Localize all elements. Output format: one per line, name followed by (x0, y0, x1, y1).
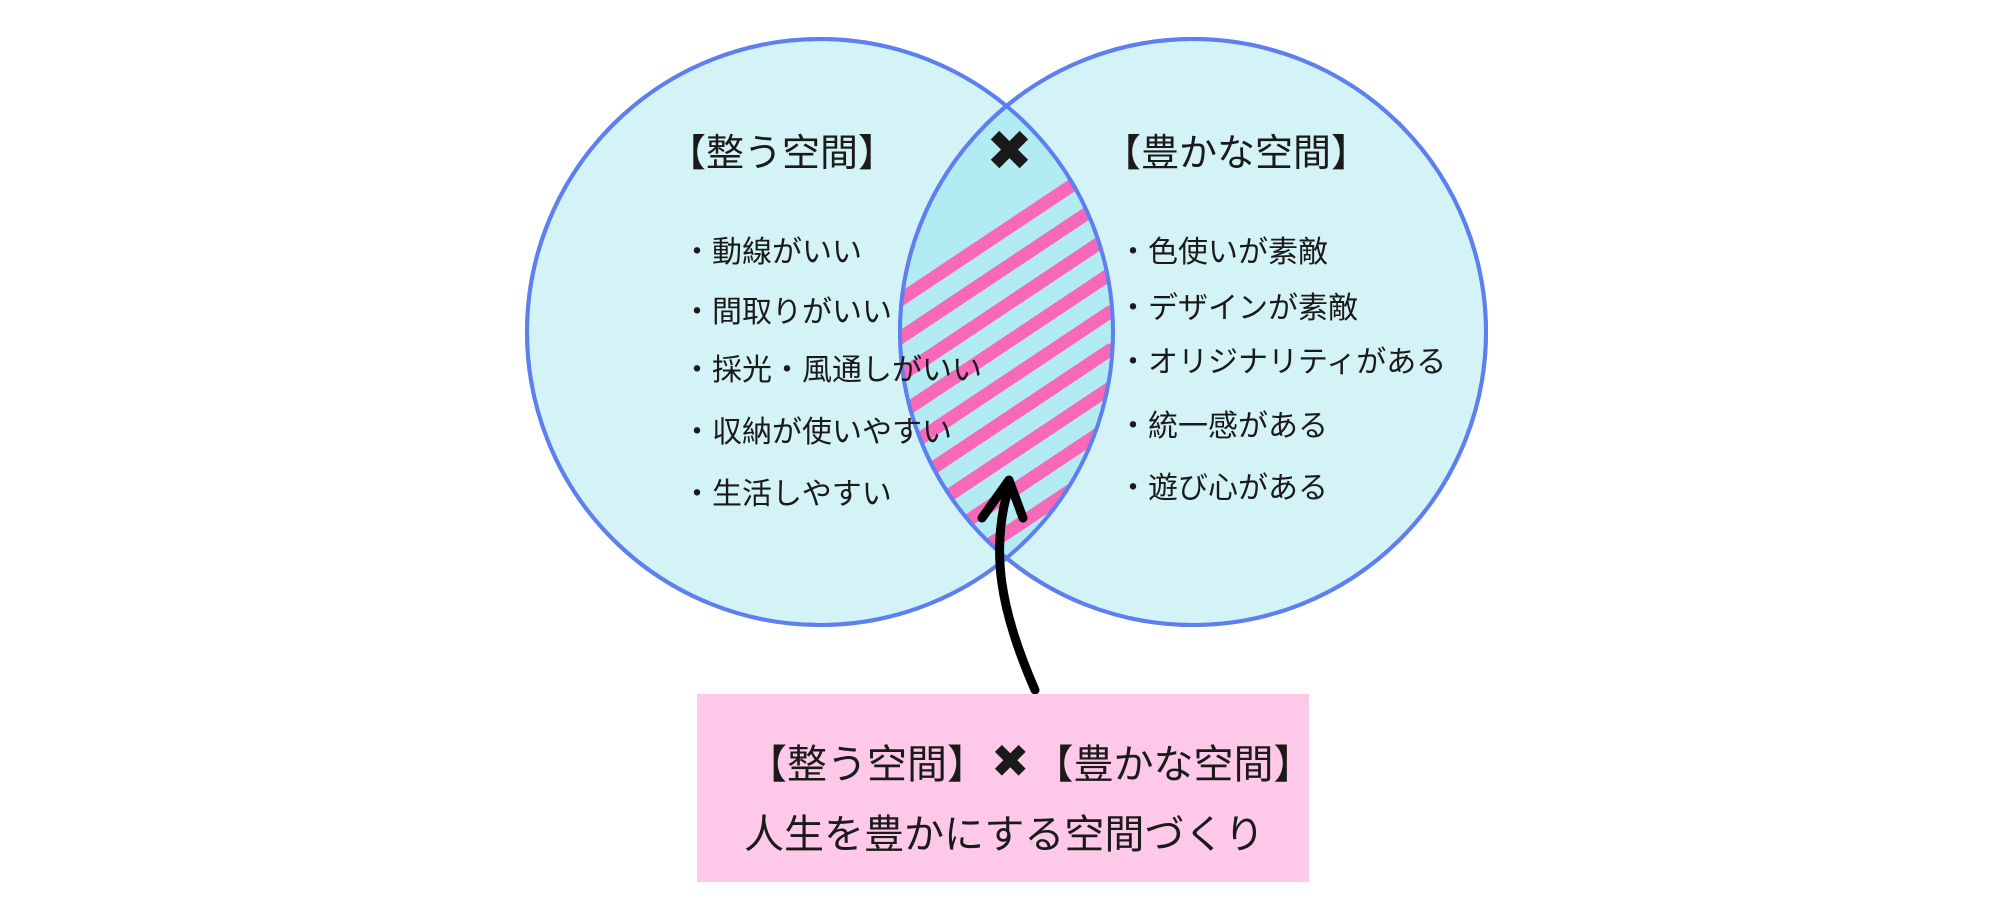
right-item: ・遊び心がある (1118, 471, 1328, 506)
left-item: ・間取りがいい (682, 295, 892, 330)
right-circle-outline (898, 37, 1488, 627)
left-item: ・生活しやすい (682, 477, 892, 512)
hatch-line (900, 267, 1113, 421)
hatch-line (900, 343, 1113, 497)
hatch-line (900, 305, 1113, 459)
summary-left-term: 【整う空間】 (747, 742, 987, 788)
hatch-line (900, 191, 1113, 345)
summary-right-term: 【豊かな空間】 (1033, 742, 1314, 788)
intersection-area (900, 39, 1113, 625)
arrow-head (977, 475, 1028, 523)
right-item: ・統一感がある (1118, 409, 1328, 444)
left-item: ・動線がいい (682, 235, 862, 270)
intersection-cross-icon: ✖ (986, 119, 1033, 184)
summary-equation: 【整う空間】 ✖ 【豊かな空間】 (747, 732, 1314, 790)
right-item: ・色使いが素敵 (1118, 235, 1328, 270)
left-set-title: 【整う空間】 (668, 131, 897, 175)
right-item: ・オリジナリティがある (1118, 345, 1447, 380)
arrow-shaft (995, 481, 1040, 695)
multiply-icon: ✖ (991, 734, 1030, 788)
left-item: ・採光・風通しがいい (682, 353, 982, 388)
left-item: ・収納が使いやすい (682, 415, 952, 450)
left-circle-outline (525, 37, 1115, 627)
summary-box: 【整う空間】 ✖ 【豊かな空間】 人生を豊かにする空間づくり (697, 694, 1314, 882)
right-set-title: 【豊かな空間】 (1103, 131, 1370, 175)
hatch-line (900, 229, 1113, 383)
right-item: ・デザインが素敵 (1118, 291, 1358, 326)
summary-caption: 人生を豊かにする空間づくり (744, 812, 1265, 858)
